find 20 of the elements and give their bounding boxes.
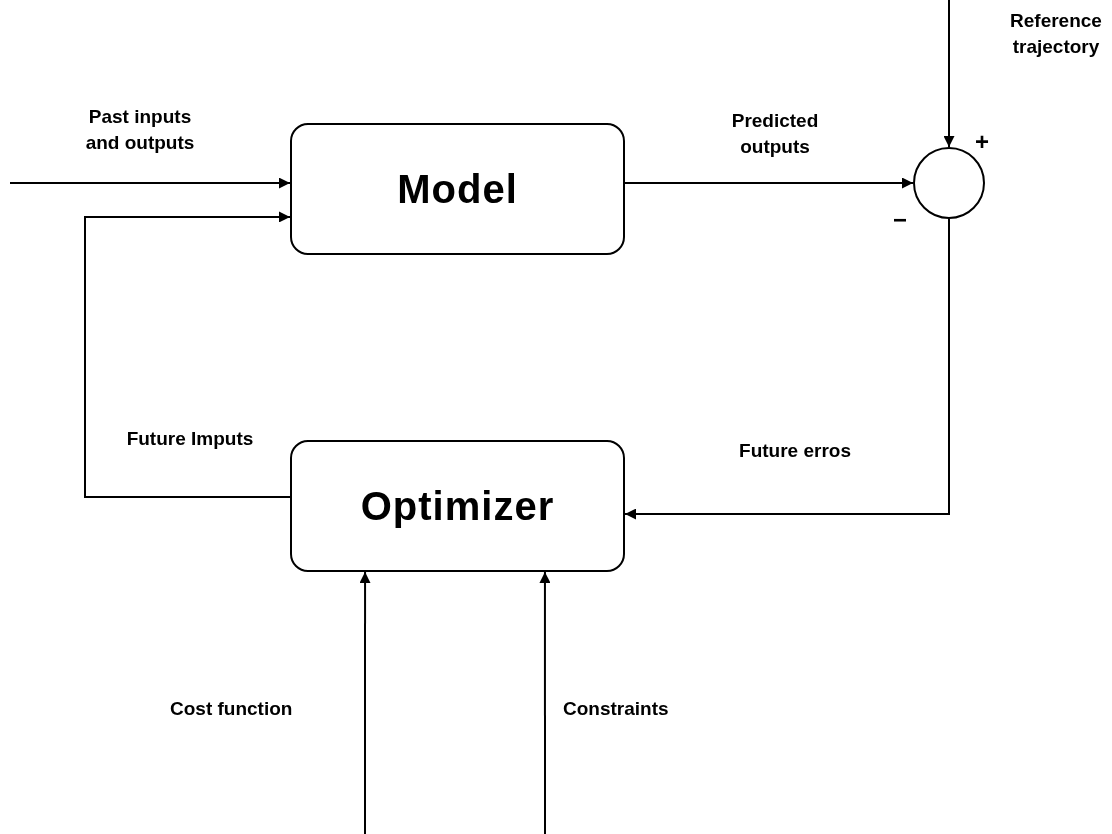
edge-label: Reference trajectory [1009,9,1103,59]
arrow [84,211,291,498]
node-label: Model [397,166,518,212]
edge-label: Future Imputs [125,427,255,451]
arrow [943,0,955,148]
node-label: Optimizer [360,483,555,529]
edge-label: Cost function [170,697,294,721]
sign-label: − [893,206,907,234]
arrow [624,177,914,189]
edge-label: Future erros [738,439,852,463]
process-box [290,123,625,255]
arrow [624,218,950,520]
arrow [359,571,371,834]
process-box [290,440,625,572]
arrow [9,177,291,189]
arrow [539,571,551,834]
edge-label: Constraints [563,697,670,721]
edge-label: Past inputs and outputs [84,105,196,155]
edge-label: Predicted outputs [730,109,820,159]
sign-label: + [975,128,989,156]
